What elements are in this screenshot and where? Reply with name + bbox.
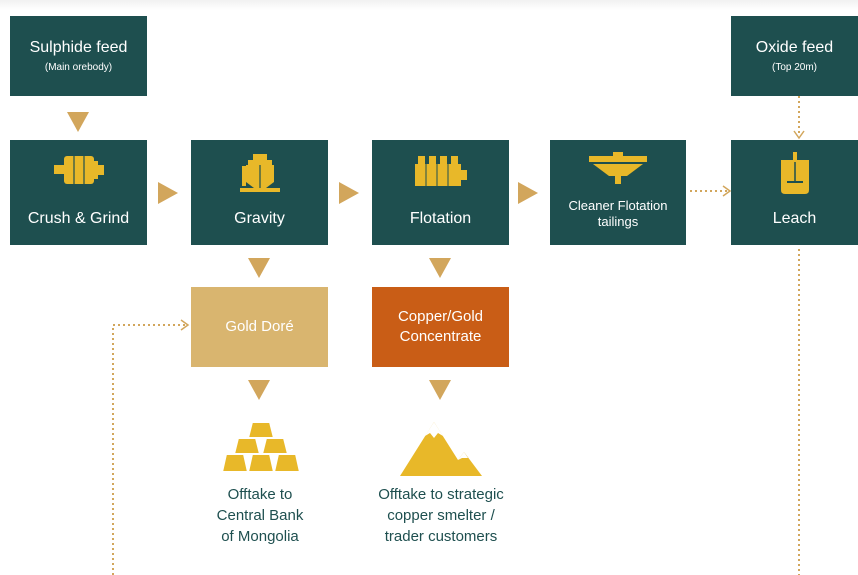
copper-gold-concentrate-box: Copper/Gold Concentrate	[372, 287, 509, 367]
crush-grind-box: Crush & Grind	[10, 140, 147, 245]
arrow-flotation-to-concentrate	[429, 258, 451, 278]
cleaner-flotation-label-line1: Cleaner Flotation	[568, 198, 668, 213]
sulphide-feed-box: Sulphide feed (Main orebody)	[10, 16, 147, 96]
copper-offtake-line3: trader customers	[384, 528, 498, 545]
flotation-cells-icon	[413, 152, 469, 192]
arrowhead-oxide-to-leach	[793, 130, 805, 140]
crush-grind-label: Crush & Grind	[27, 210, 130, 227]
concentrate-label-line2: Concentrate	[399, 328, 482, 345]
concentrate-label-line1: Copper/Gold	[397, 308, 484, 325]
cleaner-flotation-label: Cleaner Flotation tailings	[550, 198, 686, 230]
oxide-feed-box: Oxide feed (Top 20m)	[731, 16, 858, 96]
arrow-flotation-to-cleaner	[518, 182, 538, 204]
arrow-gravity-to-dore	[248, 258, 270, 278]
arrowhead-return-to-dore	[180, 319, 190, 331]
gold-offtake-text: Offtake to Central Bank of Mongolia	[186, 484, 334, 547]
gold-offtake-line3: of Mongolia	[221, 528, 299, 545]
oxide-feed-title: Oxide feed	[755, 38, 834, 56]
flotation-label: Flotation	[409, 210, 472, 227]
flotation-box: Flotation	[372, 140, 509, 245]
arrow-concentrate-to-offtake	[429, 380, 451, 400]
gold-bars-icon	[220, 420, 302, 476]
cleaner-flotation-box: Cleaner Flotation tailings	[550, 140, 686, 245]
oxide-feed-subtitle: (Top 20m)	[771, 61, 817, 73]
leach-label: Leach	[772, 210, 817, 227]
arrow-gravity-to-flotation	[339, 182, 359, 204]
arrow-feed-to-crush	[67, 112, 89, 132]
gravity-label: Gravity	[234, 210, 285, 227]
grinding-mill-icon	[52, 152, 106, 188]
gravity-concentrator-icon	[238, 152, 282, 196]
arrow-dore-to-offtake	[248, 380, 270, 400]
cleaner-flotation-label-line2: tailings	[597, 214, 639, 229]
sulphide-feed-title: Sulphide feed	[29, 38, 128, 56]
arrow-crush-to-gravity	[158, 182, 178, 204]
copper-offtake-line2: copper smelter /	[387, 507, 495, 524]
thickener-icon	[587, 152, 649, 186]
gold-dore-label: Gold Doré	[225, 318, 294, 335]
copper-offtake-line1: Offtake to strategic	[378, 486, 504, 503]
copper-offtake-text: Offtake to strategic copper smelter / tr…	[350, 484, 532, 547]
gravity-box: Gravity	[191, 140, 328, 245]
top-band	[0, 0, 858, 10]
gold-offtake-line1: Offtake to	[227, 486, 293, 503]
sulphide-feed-subtitle: (Main orebody)	[44, 61, 113, 73]
gold-dore-box: Gold Doré	[191, 287, 328, 367]
mountain-icon	[398, 418, 484, 478]
leach-box: Leach	[731, 140, 858, 245]
gold-offtake-line2: Central Bank	[216, 507, 304, 524]
leach-tank-icon	[777, 152, 813, 196]
arrowhead-tailings-to-leach	[722, 185, 732, 197]
